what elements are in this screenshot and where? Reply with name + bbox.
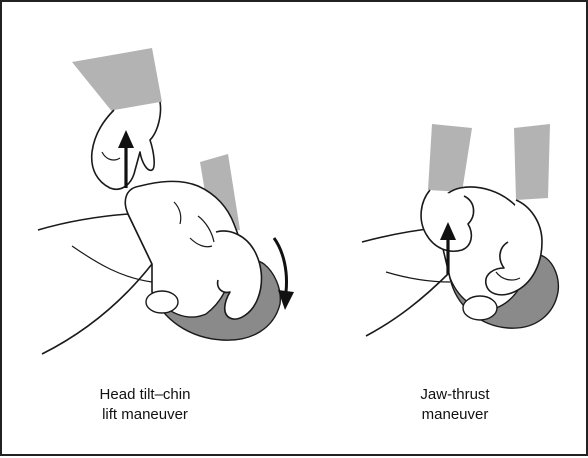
caption-left-line1: Head tilt–chin xyxy=(60,385,230,405)
caption-head-tilt-chin-lift: Head tilt–chin lift maneuver xyxy=(60,385,230,425)
head-tilt-chin-lift-illustration xyxy=(38,48,294,354)
caption-left-line2: lift maneuver xyxy=(60,405,230,425)
patient-ear-right xyxy=(463,296,497,320)
caption-right-line1: Jaw-thrust xyxy=(380,385,530,405)
rescuer-right-forearm xyxy=(514,124,550,200)
rescuer-left-forearm xyxy=(428,124,472,192)
caption-jaw-thrust: Jaw-thrust maneuver xyxy=(380,385,530,425)
patient-torso xyxy=(38,214,152,354)
patient-ear xyxy=(146,291,178,313)
caption-right-line2: maneuver xyxy=(380,405,530,425)
jaw-thrust-illustration xyxy=(362,124,558,336)
